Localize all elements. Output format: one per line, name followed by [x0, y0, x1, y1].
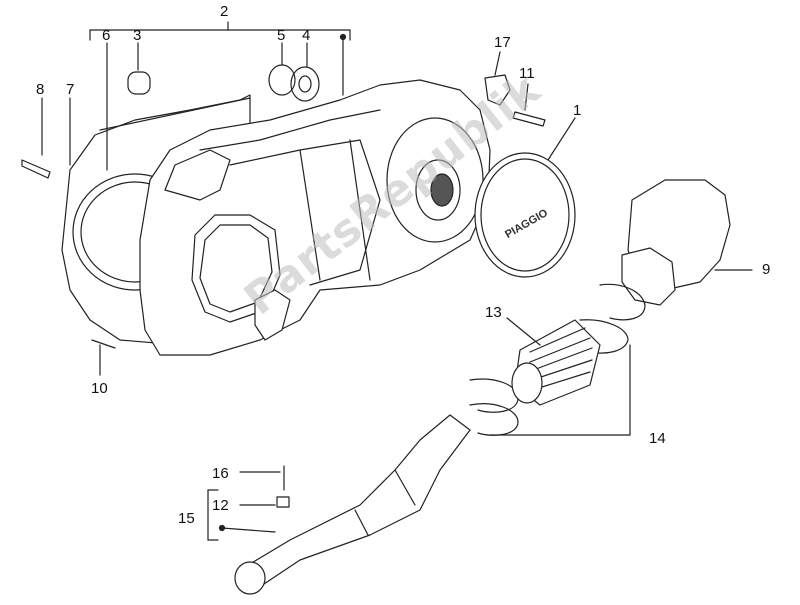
small-hardware: [21, 33, 546, 541]
label-7: 7: [66, 81, 75, 98]
label-2: 2: [220, 3, 229, 20]
piaggio-cover: [474, 117, 576, 278]
label-3: 3: [133, 27, 142, 44]
bracket-2: [89, 21, 351, 41]
label-9: 9: [762, 261, 771, 278]
crankcase-cover: [139, 79, 491, 356]
label-4: 4: [302, 27, 311, 44]
bracket-14: [489, 344, 631, 436]
label-16: 16: [212, 465, 229, 482]
intake-duct: [234, 414, 471, 595]
label-10: 10: [91, 380, 108, 397]
label-13: 13: [485, 304, 502, 321]
label-14: 14: [649, 430, 666, 447]
label-17: 17: [494, 34, 511, 51]
label-1: 1: [573, 102, 582, 119]
air-duct-upper: [621, 179, 753, 306]
label-15: 15: [178, 510, 195, 527]
label-6: 6: [102, 27, 111, 44]
bellows-hose: [506, 317, 601, 406]
label-8: 8: [36, 81, 45, 98]
label-11: 11: [519, 65, 535, 82]
label-12: 12: [212, 497, 229, 514]
label-5: 5: [277, 27, 286, 44]
